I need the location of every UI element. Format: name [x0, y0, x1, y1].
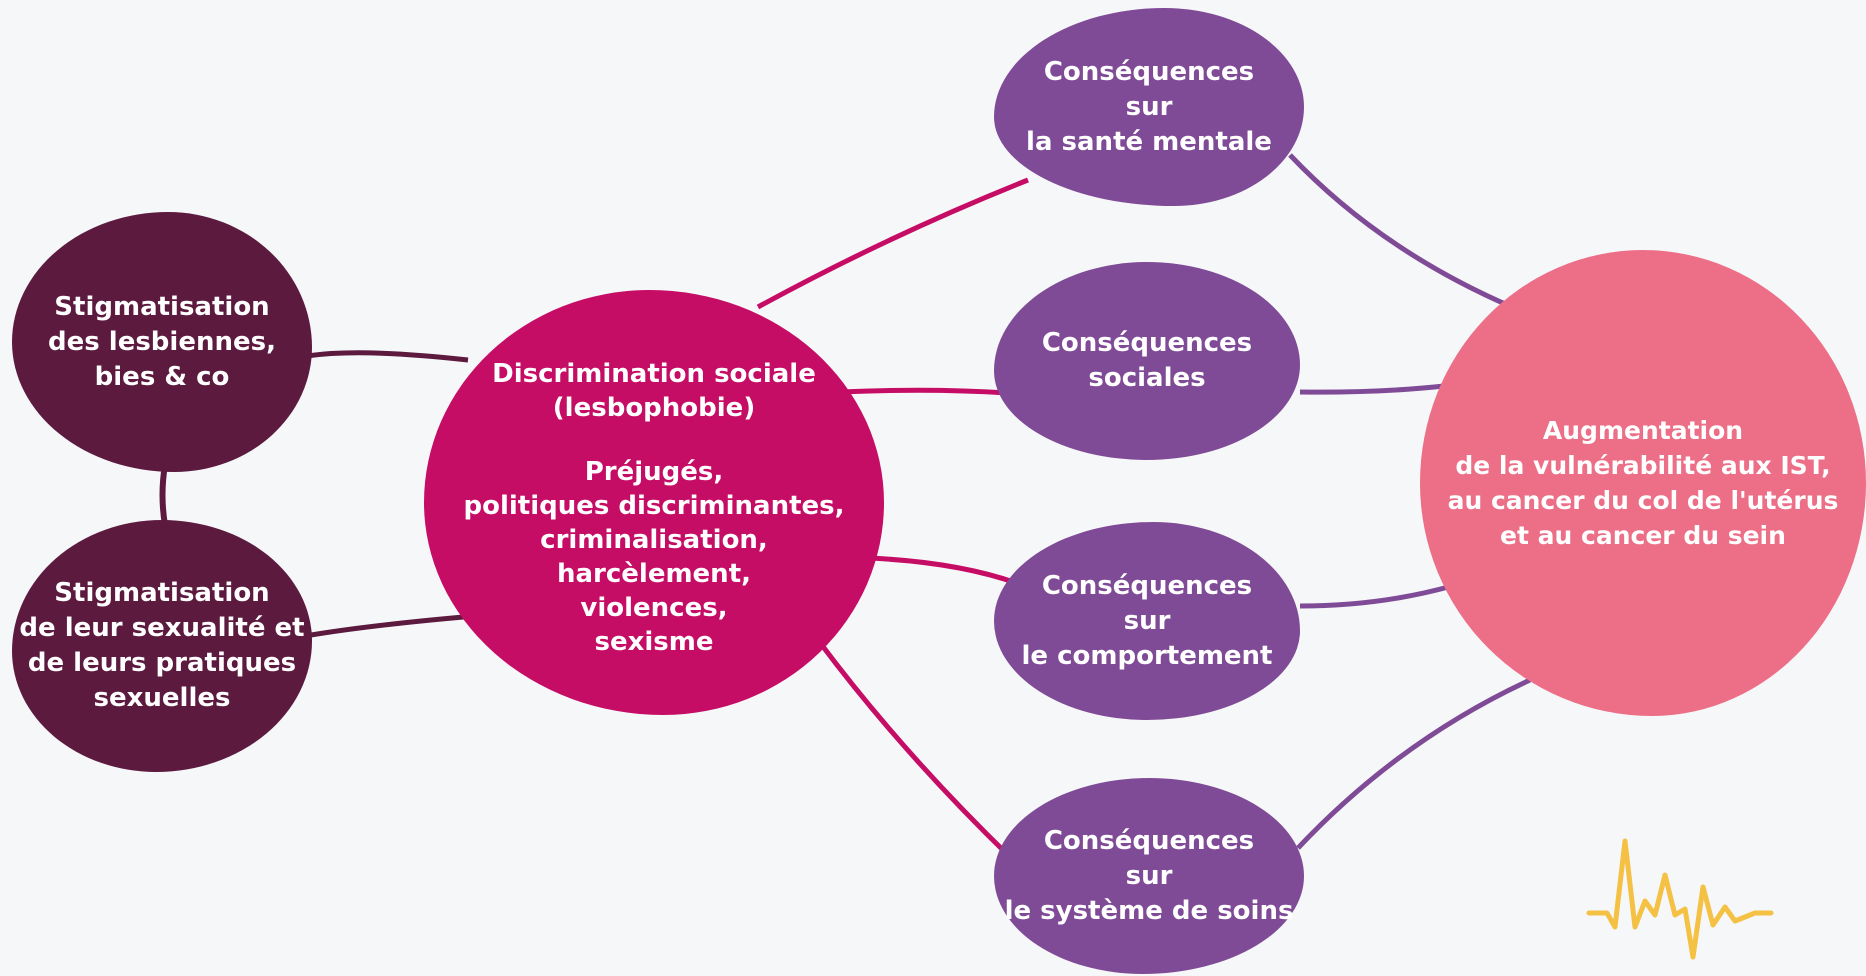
link-discrimination-to-soins	[815, 638, 1012, 859]
node-text-line: au cancer du col de l'utérus	[1447, 486, 1839, 515]
node-text-line: bies & co	[94, 361, 230, 392]
node-item-line: violences,	[580, 592, 728, 623]
node-item-line: sexisme	[594, 626, 714, 657]
node-title-line: Discrimination sociale	[492, 358, 816, 389]
node-text-line: de leurs pratiques	[27, 648, 297, 678]
node-item-line: politiques discriminantes,	[463, 490, 845, 521]
link-mental-to-augmentation	[1288, 153, 1513, 310]
link-discrimination-to-mental	[756, 177, 1029, 310]
node-stigmatisation-lesbiennes: Stigmatisation des lesbiennes, bies & co	[12, 212, 312, 472]
node-consequences-comportement: Conséquences sur le comportement	[994, 522, 1300, 720]
link-social-to-augmentation	[1299, 383, 1445, 395]
node-text-line: sur	[1125, 91, 1173, 122]
node-text-line: des lesbiennes,	[48, 326, 276, 357]
node-augmentation-vulnerabilite: Augmentation de la vulnérabilité aux IST…	[1420, 250, 1866, 716]
node-text-line: sociales	[1088, 363, 1206, 393]
node-text-line: Conséquences	[1043, 825, 1255, 856]
link-soins-to-augmentation	[1296, 677, 1532, 850]
node-text-line: le comportement	[1021, 640, 1273, 671]
node-text-line: la santé mentale	[1026, 126, 1272, 157]
node-text-line: le système de soins	[1004, 895, 1294, 926]
link-discrimination-to-comportement	[867, 555, 1023, 588]
node-stigmatisation-sexualite: Stigmatisation de leur sexualité et de l…	[12, 520, 312, 772]
link-stig-lesbiennes-to-stig-sexualite	[159, 464, 168, 526]
node-text-line: Augmentation	[1542, 416, 1744, 445]
heartbeat-pulse-icon	[1586, 838, 1774, 960]
link-comportement-to-augmentation	[1299, 583, 1453, 609]
node-text-line: et au cancer du sein	[1500, 521, 1786, 550]
node-text-line: sexuelles	[93, 683, 231, 713]
node-consequences-sante-mentale: Conséquences sur la santé mentale	[994, 8, 1304, 206]
node-text-line: de leur sexualité et	[19, 613, 305, 643]
node-discrimination-sociale: Discrimination sociale (lesbophobie) Pré…	[424, 290, 884, 715]
link-stig-sexualite-to-discrimination	[304, 613, 476, 639]
node-text-line: de la vulnérabilité aux IST,	[1455, 451, 1831, 480]
node-text-line: Conséquences	[1043, 56, 1255, 87]
node-text-line: sur	[1123, 605, 1171, 636]
node-consequences-sociales: Conséquences sociales	[994, 262, 1300, 460]
node-text-line: Conséquences	[1041, 570, 1253, 601]
node-consequences-systeme-soins: Conséquences sur le système de soins	[994, 778, 1304, 974]
node-item-line: Préjugés,	[584, 456, 724, 487]
link-stig-lesbiennes-to-discrimination	[307, 350, 469, 363]
link-discrimination-to-social	[839, 387, 1009, 396]
node-item-line: criminalisation,	[540, 524, 768, 555]
node-text-line: Stigmatisation	[54, 578, 270, 608]
node-text-line: sur	[1125, 860, 1173, 891]
node-text-line: Stigmatisation	[54, 291, 270, 322]
node-text-line: Conséquences	[1041, 328, 1253, 358]
node-title-line: (lesbophobie)	[552, 392, 756, 423]
node-item-line: harcèlement,	[556, 558, 751, 589]
